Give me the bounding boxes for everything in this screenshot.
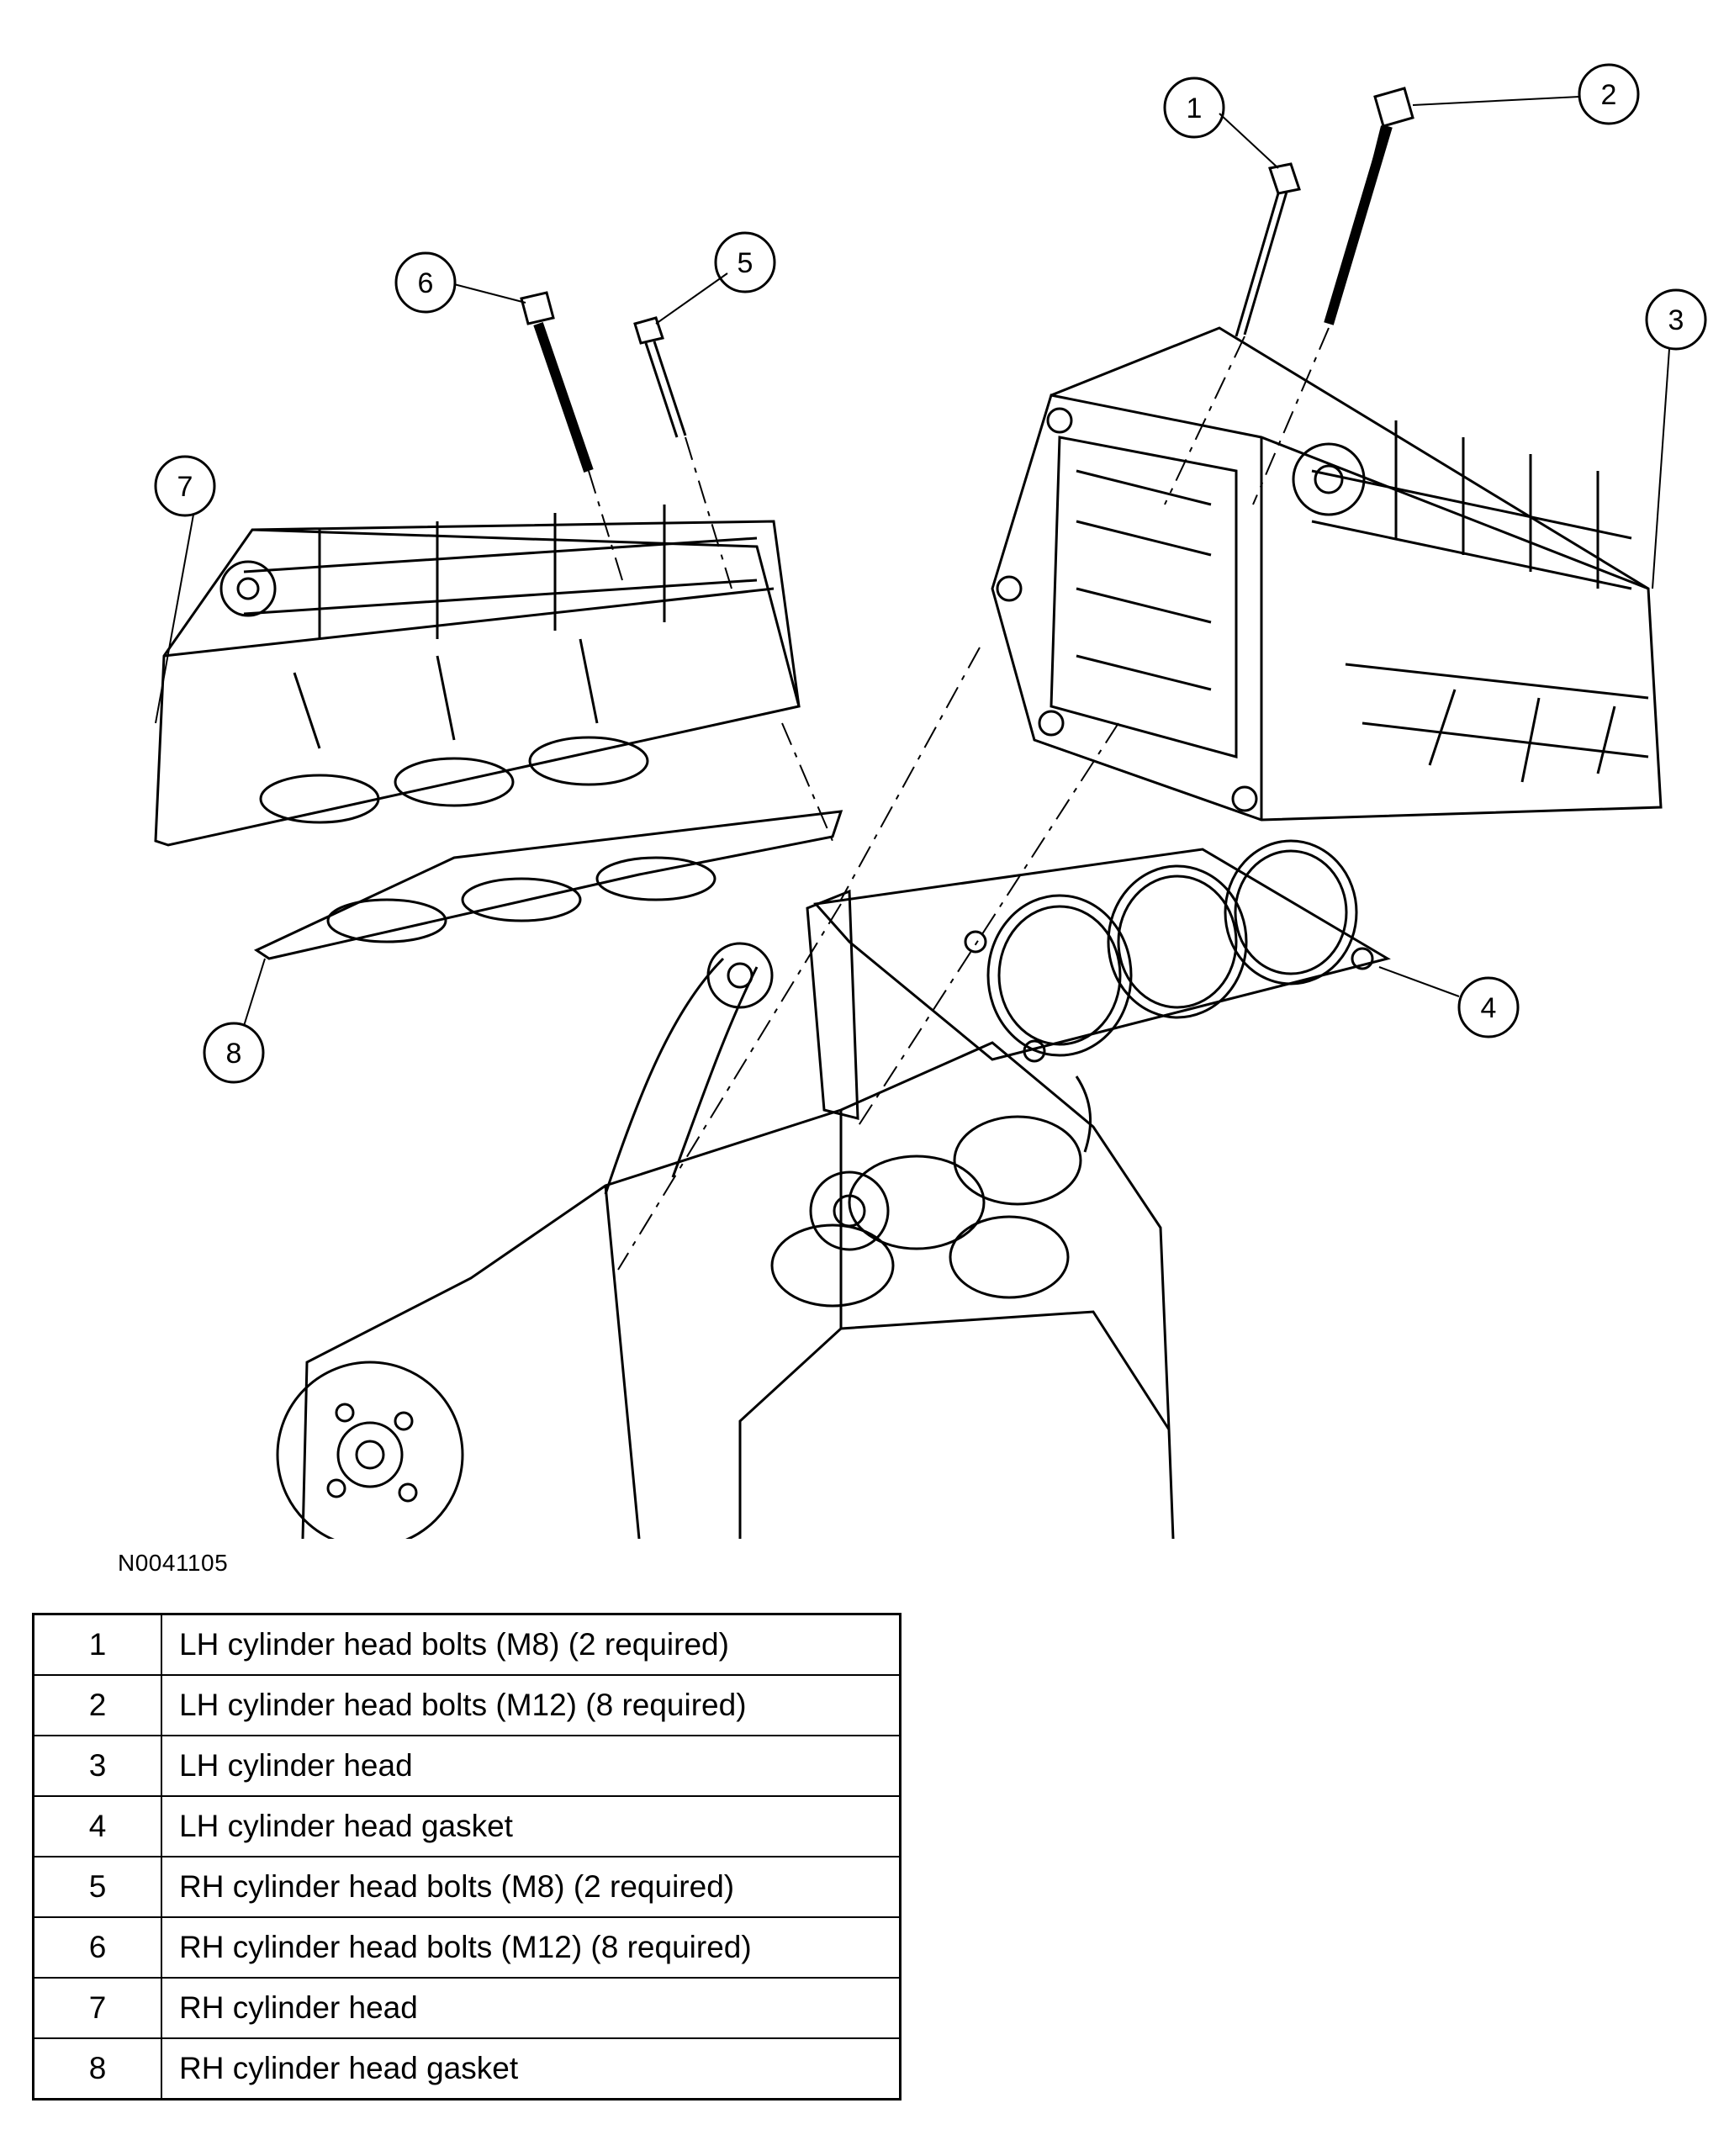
callout-7: 7	[154, 455, 216, 517]
rh-cylinder-head	[154, 505, 801, 847]
lh-cylinder-head	[991, 326, 1663, 822]
part-description: LH cylinder head gasket	[161, 1795, 902, 1857]
callout-2-number: 2	[1601, 79, 1617, 111]
callout-8: 8	[203, 1022, 265, 1084]
part-number: 2	[32, 1674, 162, 1736]
part-number: 8	[32, 2037, 162, 2101]
callout-5-number: 5	[738, 247, 753, 279]
exploded-view-diagram: 1 2 3 4 5 6 7 8	[154, 63, 1707, 1539]
callout-7-number: 7	[177, 471, 193, 503]
part-number: 7	[32, 1977, 162, 2039]
bolt-item-2	[1324, 87, 1414, 325]
bolt-item-5	[633, 316, 687, 438]
rh-cylinder-head-gasket	[253, 810, 843, 960]
part-description: RH cylinder head	[161, 1977, 902, 2039]
part-description: LH cylinder head	[161, 1735, 902, 1797]
part-description: RH cylinder head bolts (M8) (2 required)	[161, 1856, 902, 1918]
part-description: LH cylinder head bolts (M12) (8 required…	[161, 1674, 902, 1736]
table-row: 2 LH cylinder head bolts (M12) (8 requir…	[32, 1674, 902, 1736]
part-number: 4	[32, 1795, 162, 1857]
table-row: 1 LH cylinder head bolts (M8) (2 require…	[32, 1613, 902, 1676]
callout-1-number: 1	[1187, 92, 1203, 124]
callout-2: 2	[1578, 63, 1640, 125]
bolt-item-6	[520, 291, 594, 473]
part-number: 5	[32, 1856, 162, 1918]
table-row: 6 RH cylinder head bolts (M12) (8 requir…	[32, 1916, 902, 1979]
alignment-lines	[588, 327, 1330, 1271]
callout-3-number: 3	[1668, 304, 1684, 336]
leader-lines	[155, 96, 1670, 1027]
part-description: RH cylinder head gasket	[161, 2037, 902, 2101]
table-row: 3 LH cylinder head	[32, 1735, 902, 1797]
part-description: LH cylinder head bolts (M8) (2 required)	[161, 1613, 902, 1676]
callout-3: 3	[1645, 288, 1707, 351]
parts-legend-table: 1 LH cylinder head bolts (M8) (2 require…	[32, 1613, 902, 2101]
bolt-item-1	[1235, 162, 1301, 337]
table-row: 8 RH cylinder head gasket	[32, 2037, 902, 2101]
callout-1: 1	[1163, 77, 1225, 139]
engine-block	[276, 889, 1175, 1539]
figure-code: N0041105	[118, 1550, 229, 1576]
table-row: 7 RH cylinder head	[32, 1977, 902, 2039]
callout-6: 6	[394, 251, 457, 314]
lh-cylinder-head-gasket	[813, 839, 1391, 1063]
callout-4: 4	[1457, 976, 1520, 1038]
part-number: 1	[32, 1613, 162, 1676]
callout-8-number: 8	[226, 1038, 242, 1070]
part-number: 6	[32, 1916, 162, 1979]
part-description: RH cylinder head bolts (M12) (8 required…	[161, 1916, 902, 1979]
callout-4-number: 4	[1481, 992, 1497, 1024]
table-row: 4 LH cylinder head gasket	[32, 1795, 902, 1857]
callout-6-number: 6	[418, 267, 434, 299]
table-row: 5 RH cylinder head bolts (M8) (2 require…	[32, 1856, 902, 1918]
callout-5: 5	[714, 231, 776, 293]
part-number: 3	[32, 1735, 162, 1797]
